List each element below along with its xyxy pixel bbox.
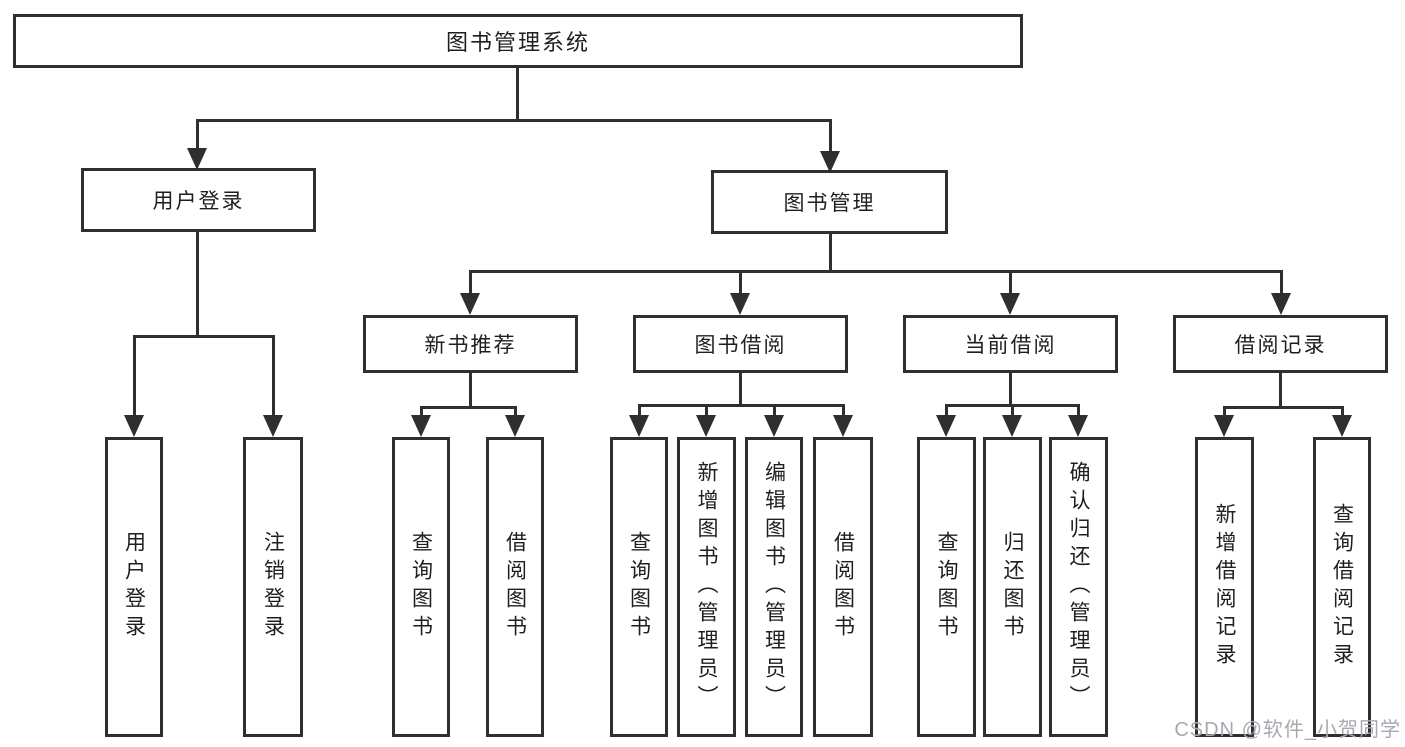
leaf-user-login: 用户登录 (105, 437, 163, 737)
arrowhead-down (1000, 293, 1020, 315)
node-book-borrow: 图书借阅 (633, 315, 848, 373)
arrowhead-down (411, 415, 431, 437)
leaf-return-book: 归还图书 (983, 437, 1042, 737)
connector-line (469, 270, 1283, 273)
leaf-confirm-return-admin-label: 确认归还（管理员） (1067, 461, 1090, 713)
connector-line (420, 406, 423, 417)
connector-line (842, 404, 845, 417)
connector-line (1009, 270, 1012, 295)
node-book-management: 图书管理 (711, 170, 948, 234)
connector-line (829, 232, 832, 273)
connector-line (133, 335, 275, 338)
node-book-management-label: 图书管理 (783, 192, 876, 215)
arrowhead-down (730, 293, 750, 315)
node-borrow-records-label: 借阅记录 (1234, 334, 1327, 357)
arrowhead-down (696, 415, 716, 437)
leaf-borrow-books: 借阅图书 (813, 437, 873, 737)
arrowhead-down (263, 415, 283, 437)
leaf-query-books-recommend-label: 查询图书 (409, 531, 433, 643)
node-book-borrow-label: 图书借阅 (694, 334, 787, 357)
arrowhead-down (187, 148, 207, 170)
connector-line (1341, 406, 1344, 417)
arrowhead-down (460, 293, 480, 315)
connector-line (1077, 404, 1080, 417)
node-borrow-records: 借阅记录 (1173, 315, 1388, 373)
leaf-edit-book-admin: 编辑图书（管理员） (745, 437, 803, 737)
connector-line (133, 335, 136, 417)
leaf-query-books-borrow: 查询图书 (610, 437, 668, 737)
connector-line (469, 371, 472, 409)
connector-line (945, 404, 948, 417)
leaf-query-books-current-label: 查询图书 (935, 531, 958, 643)
connector-line (469, 270, 472, 295)
leaf-user-login-label: 用户登录 (122, 531, 146, 643)
arrowhead-down (936, 415, 956, 437)
node-user-login: 用户登录 (81, 168, 316, 232)
leaf-logout-label: 注销登录 (261, 531, 285, 643)
node-current-borrow-label: 当前借阅 (964, 334, 1057, 357)
arrowhead-down (820, 151, 840, 173)
arrowhead-down (764, 415, 784, 437)
leaf-add-borrow-record-label: 新增借阅记录 (1213, 503, 1236, 671)
connector-line (638, 404, 641, 417)
connector-line (1280, 270, 1283, 295)
arrowhead-down (1271, 293, 1291, 315)
leaf-add-book-admin-label: 新增图书（管理员） (695, 461, 718, 713)
connector-line (272, 335, 275, 417)
leaf-query-borrow-record: 查询借阅记录 (1313, 437, 1371, 737)
connector-line (1011, 404, 1014, 417)
arrowhead-down (1214, 415, 1234, 437)
connector-line (196, 230, 199, 338)
node-user-login-label: 用户登录 (152, 190, 245, 213)
connector-line (514, 406, 517, 417)
connector-line (1279, 371, 1282, 409)
node-new-book-recommend-label: 新书推荐 (424, 334, 517, 357)
arrowhead-down (1332, 415, 1352, 437)
connector-line (1009, 371, 1012, 407)
leaf-return-book-label: 归还图书 (1001, 531, 1024, 643)
node-new-book-recommend: 新书推荐 (363, 315, 578, 373)
leaf-query-books-current: 查询图书 (917, 437, 976, 737)
connector-line (705, 404, 708, 417)
csdn-watermark: CSDN @软件_小贺同学 (1174, 719, 1401, 741)
node-current-borrow: 当前借阅 (903, 315, 1118, 373)
leaf-borrow-books-recommend: 借阅图书 (486, 437, 544, 737)
leaf-confirm-return-admin: 确认归还（管理员） (1049, 437, 1108, 737)
node-root-label: 图书管理系统 (445, 30, 590, 55)
leaf-borrow-books-recommend-label: 借阅图书 (503, 531, 527, 643)
leaf-logout: 注销登录 (243, 437, 303, 737)
leaf-query-books-borrow-label: 查询图书 (627, 531, 651, 643)
connector-line (196, 119, 199, 152)
connector-line (420, 406, 517, 409)
leaf-add-book-admin: 新增图书（管理员） (677, 437, 736, 737)
leaf-edit-book-admin-label: 编辑图书（管理员） (762, 461, 786, 713)
arrowhead-down (505, 415, 525, 437)
arrowhead-down (629, 415, 649, 437)
connector-line (1223, 406, 1226, 417)
node-root: 图书管理系统 (13, 14, 1023, 68)
connector-line (638, 404, 845, 407)
arrowhead-down (833, 415, 853, 437)
arrowhead-down (124, 415, 144, 437)
leaf-borrow-books-label: 借阅图书 (831, 531, 855, 643)
connector-line (196, 119, 832, 122)
connector-line (739, 270, 742, 295)
arrowhead-down (1068, 415, 1088, 437)
leaf-query-books-recommend: 查询图书 (392, 437, 450, 737)
leaf-query-borrow-record-label: 查询借阅记录 (1330, 503, 1354, 671)
arrowhead-down (1002, 415, 1022, 437)
connector-line (829, 119, 832, 154)
connector-line (1223, 406, 1344, 409)
leaf-add-borrow-record: 新增借阅记录 (1195, 437, 1254, 737)
connector-line (773, 404, 776, 417)
connector-line (516, 66, 519, 122)
connector-line (739, 371, 742, 407)
